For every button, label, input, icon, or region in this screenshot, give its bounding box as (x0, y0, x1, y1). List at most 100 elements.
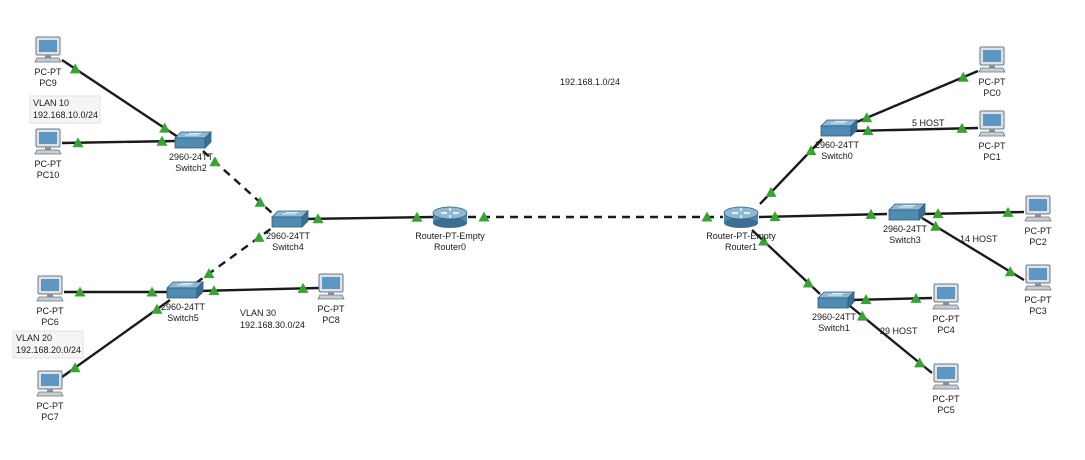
device-type-label: PC-PT (979, 77, 1007, 87)
stand-shape (1035, 214, 1041, 217)
device-name-label: PC8 (322, 315, 340, 325)
link-switch2-switch4[interactable] (202, 150, 273, 214)
cable-line[interactable] (61, 59, 179, 138)
device-name-label: PC6 (41, 317, 59, 327)
router-top-shape (723, 206, 759, 220)
link-status-end-icon (957, 71, 969, 82)
cable-line[interactable] (61, 139, 179, 145)
link-switch3-pc2[interactable] (921, 206, 1025, 219)
device-type-label: PC-PT (1025, 295, 1053, 305)
device-name-label: PC0 (983, 88, 1001, 98)
note-host5[interactable]: 5 HOST (912, 118, 945, 128)
link-router1-switch3[interactable] (758, 208, 888, 222)
pc-icon[interactable] (34, 36, 62, 63)
stand-shape (1035, 283, 1041, 286)
cable-line[interactable] (851, 126, 979, 133)
cable-line[interactable] (758, 212, 888, 219)
link-switch0-pc0[interactable] (851, 69, 979, 126)
link-pc7-switch5[interactable] (61, 299, 171, 378)
cable-line[interactable] (197, 286, 320, 293)
router-icon[interactable] (432, 206, 468, 228)
pc-icon[interactable] (1024, 264, 1052, 291)
link-switch1-pc5[interactable] (849, 305, 933, 374)
device-name-label: Router1 (725, 242, 757, 252)
link-status-end-icon (802, 277, 814, 288)
switch-icon[interactable] (820, 119, 858, 137)
device-name-label: PC3 (1029, 306, 1047, 316)
switch-icon[interactable] (888, 203, 926, 221)
link-switch4-router0[interactable] (301, 211, 434, 224)
pc-icon[interactable] (36, 370, 64, 397)
pc-icon[interactable] (36, 275, 64, 302)
link-status-start-icon (69, 362, 81, 373)
router-icon[interactable] (723, 206, 759, 228)
pc-icon[interactable] (932, 363, 960, 390)
link-switch5-switch4[interactable] (195, 227, 273, 284)
device-name-label: PC7 (41, 412, 59, 422)
link-router1-switch1[interactable] (751, 229, 821, 295)
pc-icon[interactable] (978, 46, 1006, 73)
stand-shape (943, 382, 949, 385)
link-router1-switch0[interactable] (759, 138, 823, 205)
pc-icon[interactable] (34, 128, 62, 155)
link-pc9-switch2[interactable] (61, 59, 179, 138)
link-status-start-icon (208, 285, 220, 296)
switch-icon[interactable] (271, 210, 309, 228)
device-type-label: 2960-24TT (169, 152, 214, 162)
device-type-label: Router-PT-Empty (415, 231, 485, 241)
link-status-end-icon (159, 122, 171, 133)
links-layer (61, 59, 1025, 378)
cable-line[interactable] (851, 69, 979, 126)
link-switch5-pc8[interactable] (197, 282, 320, 296)
switch-icon[interactable] (817, 291, 855, 309)
link-switch1-pc4[interactable] (849, 292, 933, 305)
screen-shape (41, 374, 59, 386)
keyboard-shape (34, 57, 62, 63)
link-pc6-switch5[interactable] (64, 286, 168, 297)
note-host14[interactable]: 14 HOST (960, 234, 998, 244)
link-status-start-icon (72, 137, 84, 148)
switch-icon[interactable] (174, 131, 212, 149)
link-pc10-switch2[interactable] (61, 135, 179, 148)
link-switch0-pc1[interactable] (851, 122, 979, 136)
keyboard-shape (978, 131, 1006, 137)
pc-icon[interactable] (978, 110, 1006, 137)
pc-icon[interactable] (1024, 195, 1052, 222)
pc-icon[interactable] (317, 273, 345, 300)
note-host29[interactable]: 29 HOST (880, 326, 918, 336)
keyboard-shape (932, 384, 960, 390)
cable-line[interactable] (301, 215, 434, 221)
pc-icon[interactable] (932, 283, 960, 310)
device-name-label: Switch0 (821, 151, 853, 161)
switch-icon[interactable] (166, 281, 204, 299)
switch-side-shape (204, 131, 212, 149)
link-router0-router1[interactable] (468, 211, 723, 222)
stand-shape (47, 294, 53, 297)
stand-shape (943, 302, 949, 305)
link-switch3-pc3[interactable] (921, 216, 1025, 282)
screen-shape (983, 50, 1001, 62)
note-text-line: 192.168.30.0/24 (240, 320, 305, 330)
